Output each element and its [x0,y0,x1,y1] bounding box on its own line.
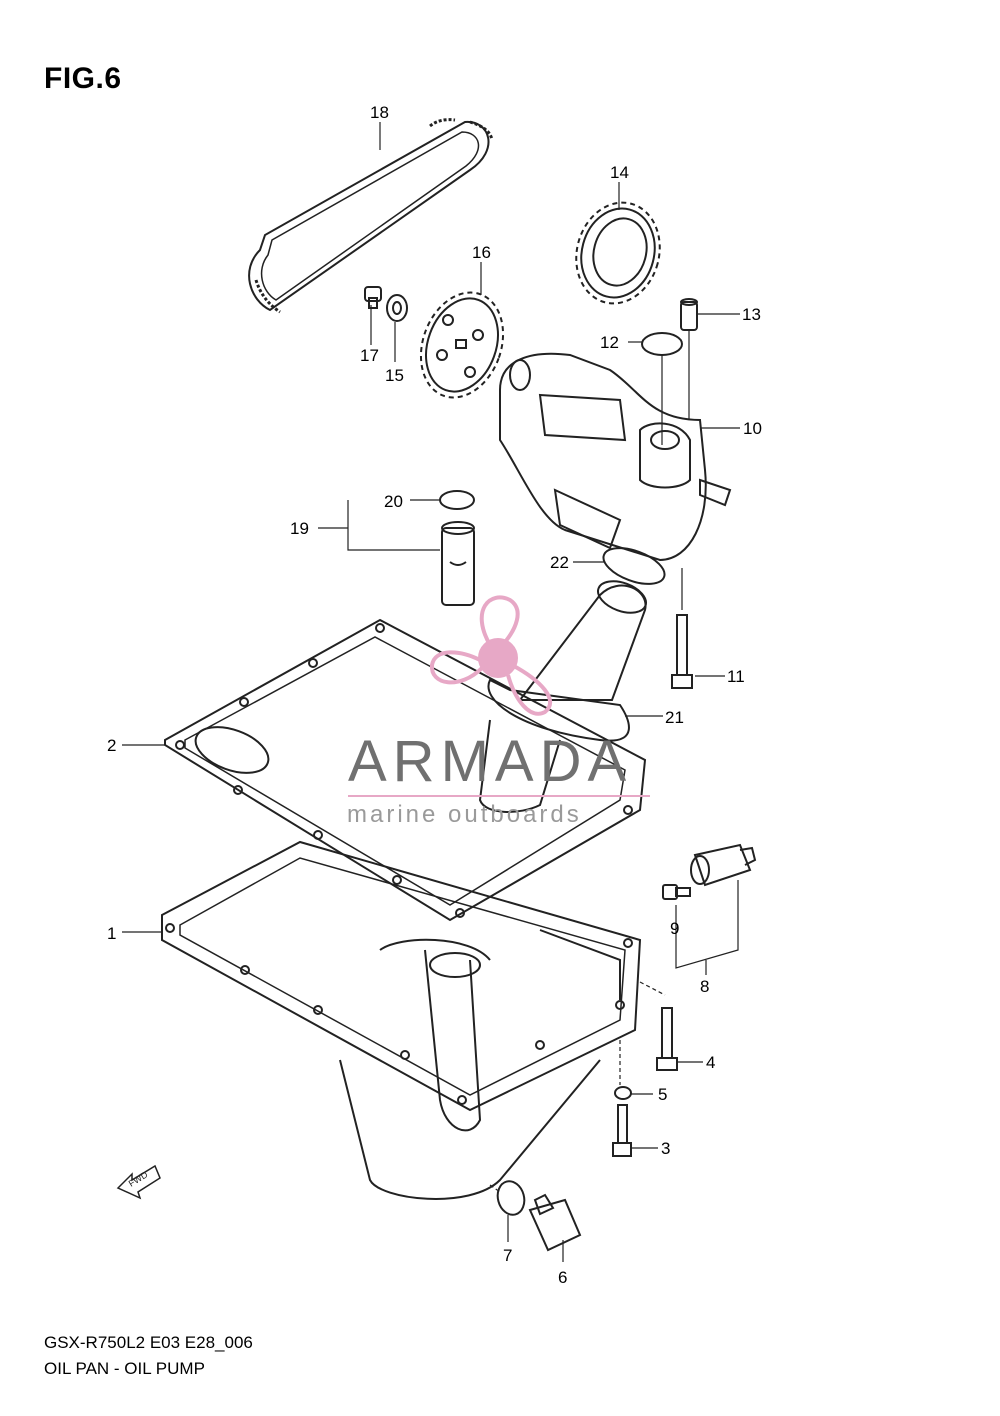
o-ring-22 [602,547,666,585]
callout-12: 12 [600,333,619,352]
callout-15: 15 [385,366,404,385]
callout-6: 6 [558,1268,568,1287]
drive-chain [248,118,494,314]
diagram-description: OIL PAN - OIL PUMP [44,1359,205,1378]
callout-4: 4 [706,1053,716,1072]
callout-14: 14 [610,163,629,182]
relief-valve-19 [441,521,475,606]
callout-18: 18 [370,103,389,122]
bolt-4 [656,1007,678,1071]
bolt-3 [612,1104,632,1157]
callout-1: 1 [107,924,117,943]
washer-15 [386,294,408,322]
watermark-tagline: marine outboards [347,801,582,828]
callout-11: 11 [727,667,745,686]
leader-lines [122,122,740,1262]
sensor-8 [690,843,757,887]
diagram-code: GSX-R750L2 E03 E28_006 [44,1333,253,1352]
callout-19: 19 [290,519,309,538]
callout-16: 16 [472,243,491,262]
callout-17: 17 [360,346,379,365]
watermark-logo [429,595,553,716]
callout-22: 22 [550,553,569,572]
callout-20: 20 [384,492,403,511]
callout-7: 7 [503,1246,513,1265]
callout-2: 2 [107,736,117,755]
bolt-11 [671,614,693,689]
callout-3: 3 [661,1139,671,1158]
fwd-arrow-icon [116,1164,161,1200]
dowel-13 [680,298,698,331]
figure-title: FIG.6 [44,62,122,95]
callout-5: 5 [658,1085,668,1104]
gasket-2 [164,618,647,922]
callout-8: 8 [700,977,710,996]
oil-pump-10 [499,352,732,562]
o-ring-20 [439,490,475,510]
watermark-brand: ARMADA [348,729,633,794]
gasket-7 [496,1180,526,1216]
callout-21: 21 [665,708,684,727]
washer-5 [614,1086,632,1100]
oil-pan-1 [161,840,642,1200]
callout-13: 13 [742,305,761,324]
callout-10: 10 [743,419,762,438]
callout-9: 9 [670,919,680,938]
drain-plug-6 [528,1193,582,1252]
sprocket-14 [575,201,661,305]
bolt-17 [364,286,382,309]
bolt-9 [662,884,691,900]
o-ring-12 [641,332,683,356]
